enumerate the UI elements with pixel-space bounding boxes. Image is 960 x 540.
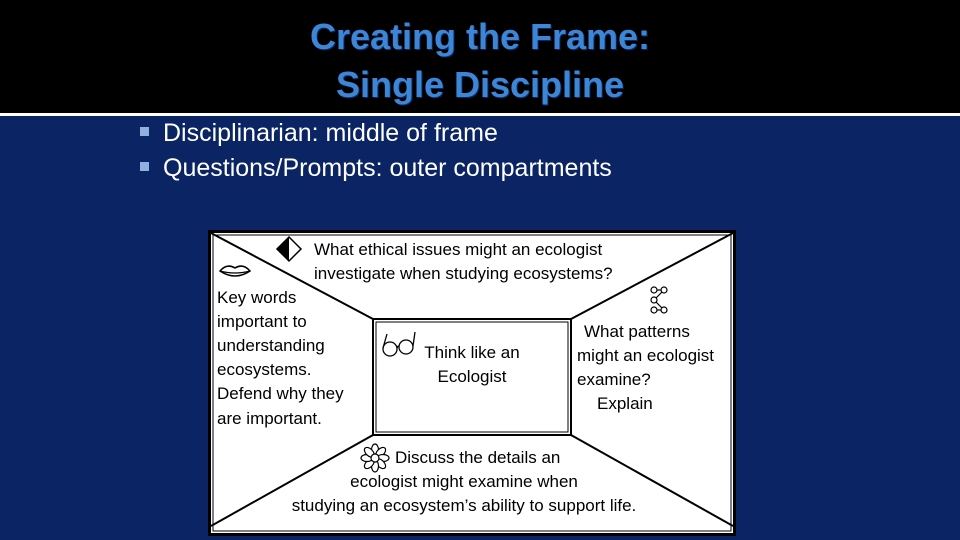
bottom-prompt-line-3: studying an ecosystem’s ability to suppo… — [291, 496, 637, 515]
title-bar — [0, 0, 960, 113]
bottom-prompt-line-1: Discuss the details an — [395, 448, 561, 467]
slide-title-line-2: Single Discipline — [335, 64, 625, 105]
frame-lines — [208, 230, 736, 536]
bottom-prompt-line-2: ecologist might examine when — [350, 472, 578, 491]
bullet-item-1: Disciplinarian: middle of frame — [140, 118, 498, 148]
top-prompt-line-2: investigate when studying ecosystems? — [314, 264, 613, 283]
right-prompt-line-2: might an ecologist — [577, 346, 715, 365]
ethics-diamond-icon — [275, 235, 303, 263]
left-prompt-line-5: Defend why they — [217, 384, 344, 403]
pattern-icon — [650, 286, 668, 314]
frame-diagram: What ethical issues might an ecologist i… — [208, 230, 736, 536]
center-discipline-line-1: Think like an — [424, 343, 520, 362]
slide-title-line-1: Creating the Frame: — [309, 16, 651, 57]
flower-icon — [360, 443, 390, 473]
left-prompt-line-3: understanding — [217, 336, 325, 355]
left-prompt-line-6: are important. — [217, 409, 322, 428]
lips-icon — [218, 265, 252, 277]
bullet-marker — [140, 126, 149, 136]
left-prompt-line-1: Key words — [217, 288, 297, 307]
right-prompt-line-3: examine? — [577, 370, 651, 389]
glasses-icon — [382, 331, 416, 357]
center-discipline-line-2: Ecologist — [437, 367, 507, 386]
bullet-marker — [140, 161, 149, 171]
right-prompt-line-4: Explain — [597, 394, 653, 413]
bullet-item-2: Questions/Prompts: outer compartments — [140, 153, 612, 183]
right-prompt-line-1: What patterns — [584, 322, 690, 341]
bullet-text: Disciplinarian: middle of frame — [163, 119, 498, 147]
left-prompt-line-4: ecosystems. — [217, 360, 312, 379]
title-divider — [0, 113, 960, 116]
bullet-text: Questions/Prompts: outer compartments — [163, 154, 612, 182]
left-prompt-line-2: important to — [217, 312, 307, 331]
top-prompt-line-1: What ethical issues might an ecologist — [314, 240, 603, 259]
